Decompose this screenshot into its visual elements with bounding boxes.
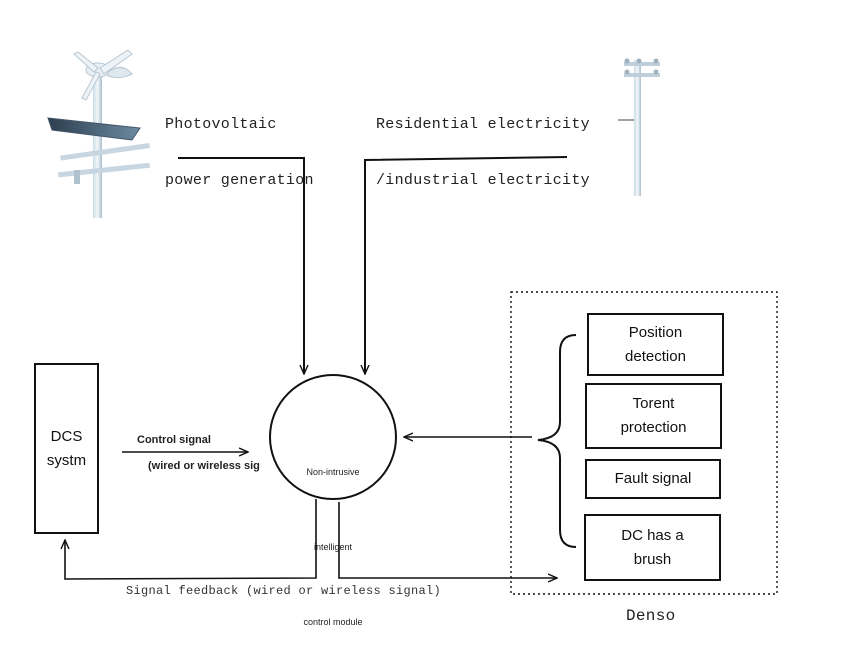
grid-to-module-arrow [365,156,568,374]
dcs-label-line2: systm [46,451,87,469]
torent-protection-box: Torent protection [585,383,722,449]
module-label-line2: intelligent [313,542,353,552]
utility-pole-icon [618,58,660,196]
fault-signal-label: Fault signal [614,470,692,487]
dc-brush-line2: brush [633,550,672,568]
pv-label: Photovoltaic power generation [165,82,314,206]
position-detection-line1: Position [628,323,683,341]
grid-label: Residential electricity /industrial elec… [376,82,590,206]
module-label-line3: control module [303,617,363,627]
denso-label: Denso [626,607,676,625]
module-to-denso-arrow [338,502,557,578]
pv-label-line2: power generation [165,172,314,189]
position-detection-box: Position detection [587,313,724,376]
torent-protection-line2: protection [620,419,687,436]
pv-label-line1: Photovoltaic [165,116,277,133]
denso-boundary [510,291,778,595]
dcs-label-line1: DCS [50,427,83,445]
dc-brush-line1: DC has a [621,526,684,544]
denso-brace [537,334,577,548]
fault-signal-box: Fault signal [585,459,721,499]
dcs-system-box: DCS systm [34,363,99,534]
dc-brush-box: DC has a brush [584,514,721,581]
grid-label-line2: /industrial electricity [376,172,590,189]
position-detection-line2: detection [625,347,686,365]
control-module-circle [269,374,397,500]
control-signal-label: Control signal [137,434,211,446]
grid-label-line1: Residential electricity [376,116,590,133]
feedback-arrow [65,499,317,580]
control-module-label: Non-intrusive intelligent control module [283,410,383,658]
torent-protection-line1: Torent [632,395,675,412]
wind-solar-tower-icon [47,49,151,218]
pv-to-module-arrow [178,157,304,374]
control-signal-sub-label: (wired or wireless sig [148,460,260,472]
module-label-line1: Non-intrusive [306,467,360,477]
feedback-label: Signal feedback (wired or wireless signa… [126,584,442,598]
